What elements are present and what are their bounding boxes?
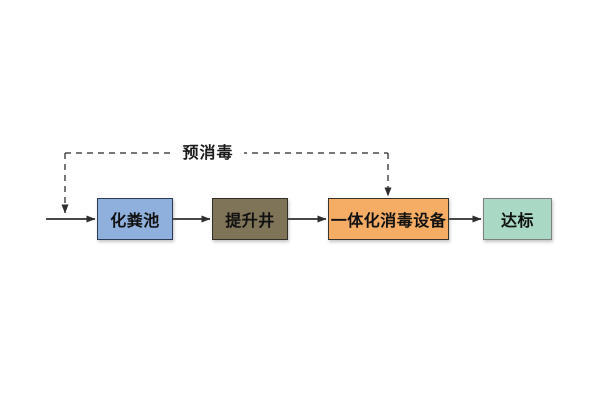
node-integrated-disinfection-equipment: 一体化消毒设备 bbox=[328, 198, 449, 240]
node-standard-compliance: 达标 bbox=[483, 198, 552, 240]
node-integrated-disinfection-equipment-label: 一体化消毒设备 bbox=[330, 211, 447, 230]
node-septic-tank-label: 化粪池 bbox=[110, 211, 160, 230]
pre-disinfection-label: 预消毒 bbox=[172, 143, 244, 163]
node-septic-tank: 化粪池 bbox=[97, 198, 173, 240]
node-lift-well-label: 提升井 bbox=[225, 211, 275, 230]
node-standard-compliance-label: 达标 bbox=[500, 211, 534, 230]
node-lift-well: 提升井 bbox=[212, 198, 288, 240]
